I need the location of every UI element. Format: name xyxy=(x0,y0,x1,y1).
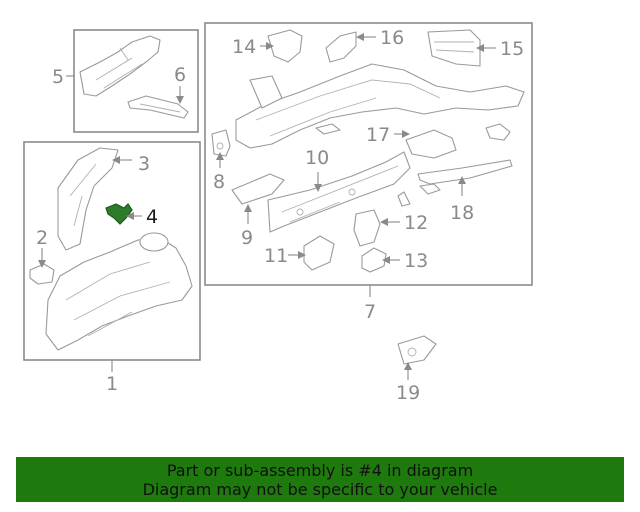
arrow-2 xyxy=(38,260,46,268)
part-15-bracket[interactable] xyxy=(427,29,481,67)
callout-13[interactable]: 13 xyxy=(404,250,428,272)
part-8-bracket[interactable] xyxy=(211,129,231,157)
part-17-bracket[interactable] xyxy=(405,129,457,159)
part-11-bracket[interactable] xyxy=(303,235,335,271)
arrow-15 xyxy=(476,44,484,52)
callout-14[interactable]: 14 xyxy=(232,36,256,58)
callout-5[interactable]: 5 xyxy=(52,66,64,88)
callout-11[interactable]: 11 xyxy=(264,245,288,267)
part-10-rail[interactable] xyxy=(267,151,411,233)
callout-7[interactable]: 7 xyxy=(364,301,376,323)
arrow-11 xyxy=(298,251,306,259)
part-16-bracket[interactable] xyxy=(325,31,357,63)
arrow-3 xyxy=(112,156,120,164)
arrow-9 xyxy=(244,204,252,212)
arrow-13 xyxy=(382,256,390,264)
part-14-bracket[interactable] xyxy=(267,29,303,63)
callout-19[interactable]: 19 xyxy=(396,382,420,404)
callout-16[interactable]: 16 xyxy=(380,27,404,49)
part-3-pillar[interactable] xyxy=(57,147,119,251)
arrow-6 xyxy=(176,96,184,104)
part-19-bracket[interactable] xyxy=(397,335,437,365)
arrow-17 xyxy=(402,130,410,138)
callout-12[interactable]: 12 xyxy=(404,212,428,234)
arrow-12 xyxy=(380,218,388,226)
group-box-5-6 xyxy=(73,29,199,133)
part-7-rail-assembly[interactable] xyxy=(235,63,525,149)
callout-10[interactable]: 10 xyxy=(305,147,329,169)
part-5-bracket[interactable] xyxy=(79,35,161,97)
callout-4[interactable]: 4 xyxy=(146,206,158,228)
parts-diagram: 1 2 3 4 5 6 7 8 9 10 11 12 13 14 15 16 1… xyxy=(23,22,533,404)
callout-3[interactable]: 3 xyxy=(138,153,150,175)
callout-15[interactable]: 15 xyxy=(500,38,524,60)
callout-8[interactable]: 8 xyxy=(213,171,225,193)
callout-9[interactable]: 9 xyxy=(241,227,253,249)
arrow-14 xyxy=(266,42,274,50)
part-9-plate[interactable] xyxy=(231,173,285,205)
callout-18[interactable]: 18 xyxy=(450,202,474,224)
part-13-bracket[interactable] xyxy=(361,247,387,273)
part-notice-banner: Part or sub-assembly is #4 in diagram Di… xyxy=(16,457,624,502)
small-parts-cluster xyxy=(315,123,511,207)
part-12-bracket[interactable] xyxy=(353,209,381,247)
callout-2[interactable]: 2 xyxy=(36,227,48,249)
part-18-rail[interactable] xyxy=(417,159,513,185)
arrow-8 xyxy=(216,152,224,160)
banner-line-part: Part or sub-assembly is #4 in diagram xyxy=(166,461,474,480)
part-1-wheelhouse[interactable] xyxy=(45,232,193,351)
arrow-19 xyxy=(404,362,412,370)
callout-17[interactable]: 17 xyxy=(366,124,390,146)
callout-1[interactable]: 1 xyxy=(106,373,118,395)
part-4-clip-highlighted[interactable] xyxy=(105,203,133,225)
part-6-bracket[interactable] xyxy=(127,95,189,119)
arrow-4 xyxy=(126,212,134,220)
arrow-10 xyxy=(314,184,322,192)
arrow-18 xyxy=(458,176,466,184)
callout-6[interactable]: 6 xyxy=(174,64,186,86)
arrow-16 xyxy=(356,33,364,41)
group-box-7 xyxy=(204,22,533,286)
banner-line-disclaimer: Diagram may not be specific to your vehi… xyxy=(142,480,498,499)
